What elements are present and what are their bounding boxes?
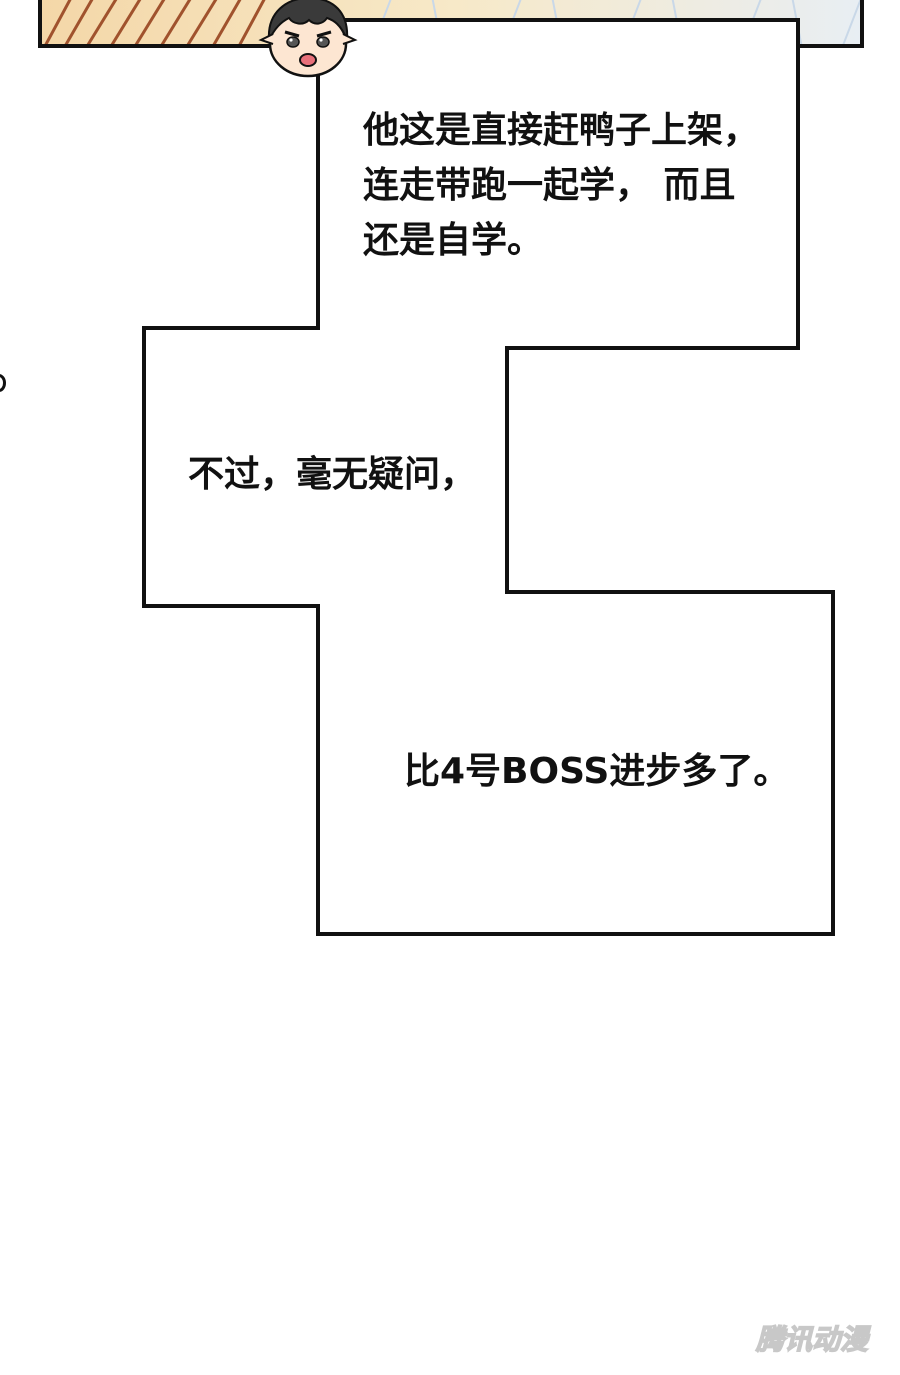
caption-text-1: 他这是直接赶鸭子上架，连走带跑一起学， 而且还是自学。: [363, 110, 760, 261]
svg-text:腾讯动漫: 腾讯动漫: [755, 1323, 871, 1356]
tencent-comics-watermark-logo: 腾讯动漫: [754, 1322, 871, 1356]
caption-text-3: 比4号BOSS进步多了。: [404, 751, 790, 792]
chibi-character-face: [258, 0, 358, 78]
caption-text-2: 不过，毫无疑问，: [188, 454, 477, 495]
